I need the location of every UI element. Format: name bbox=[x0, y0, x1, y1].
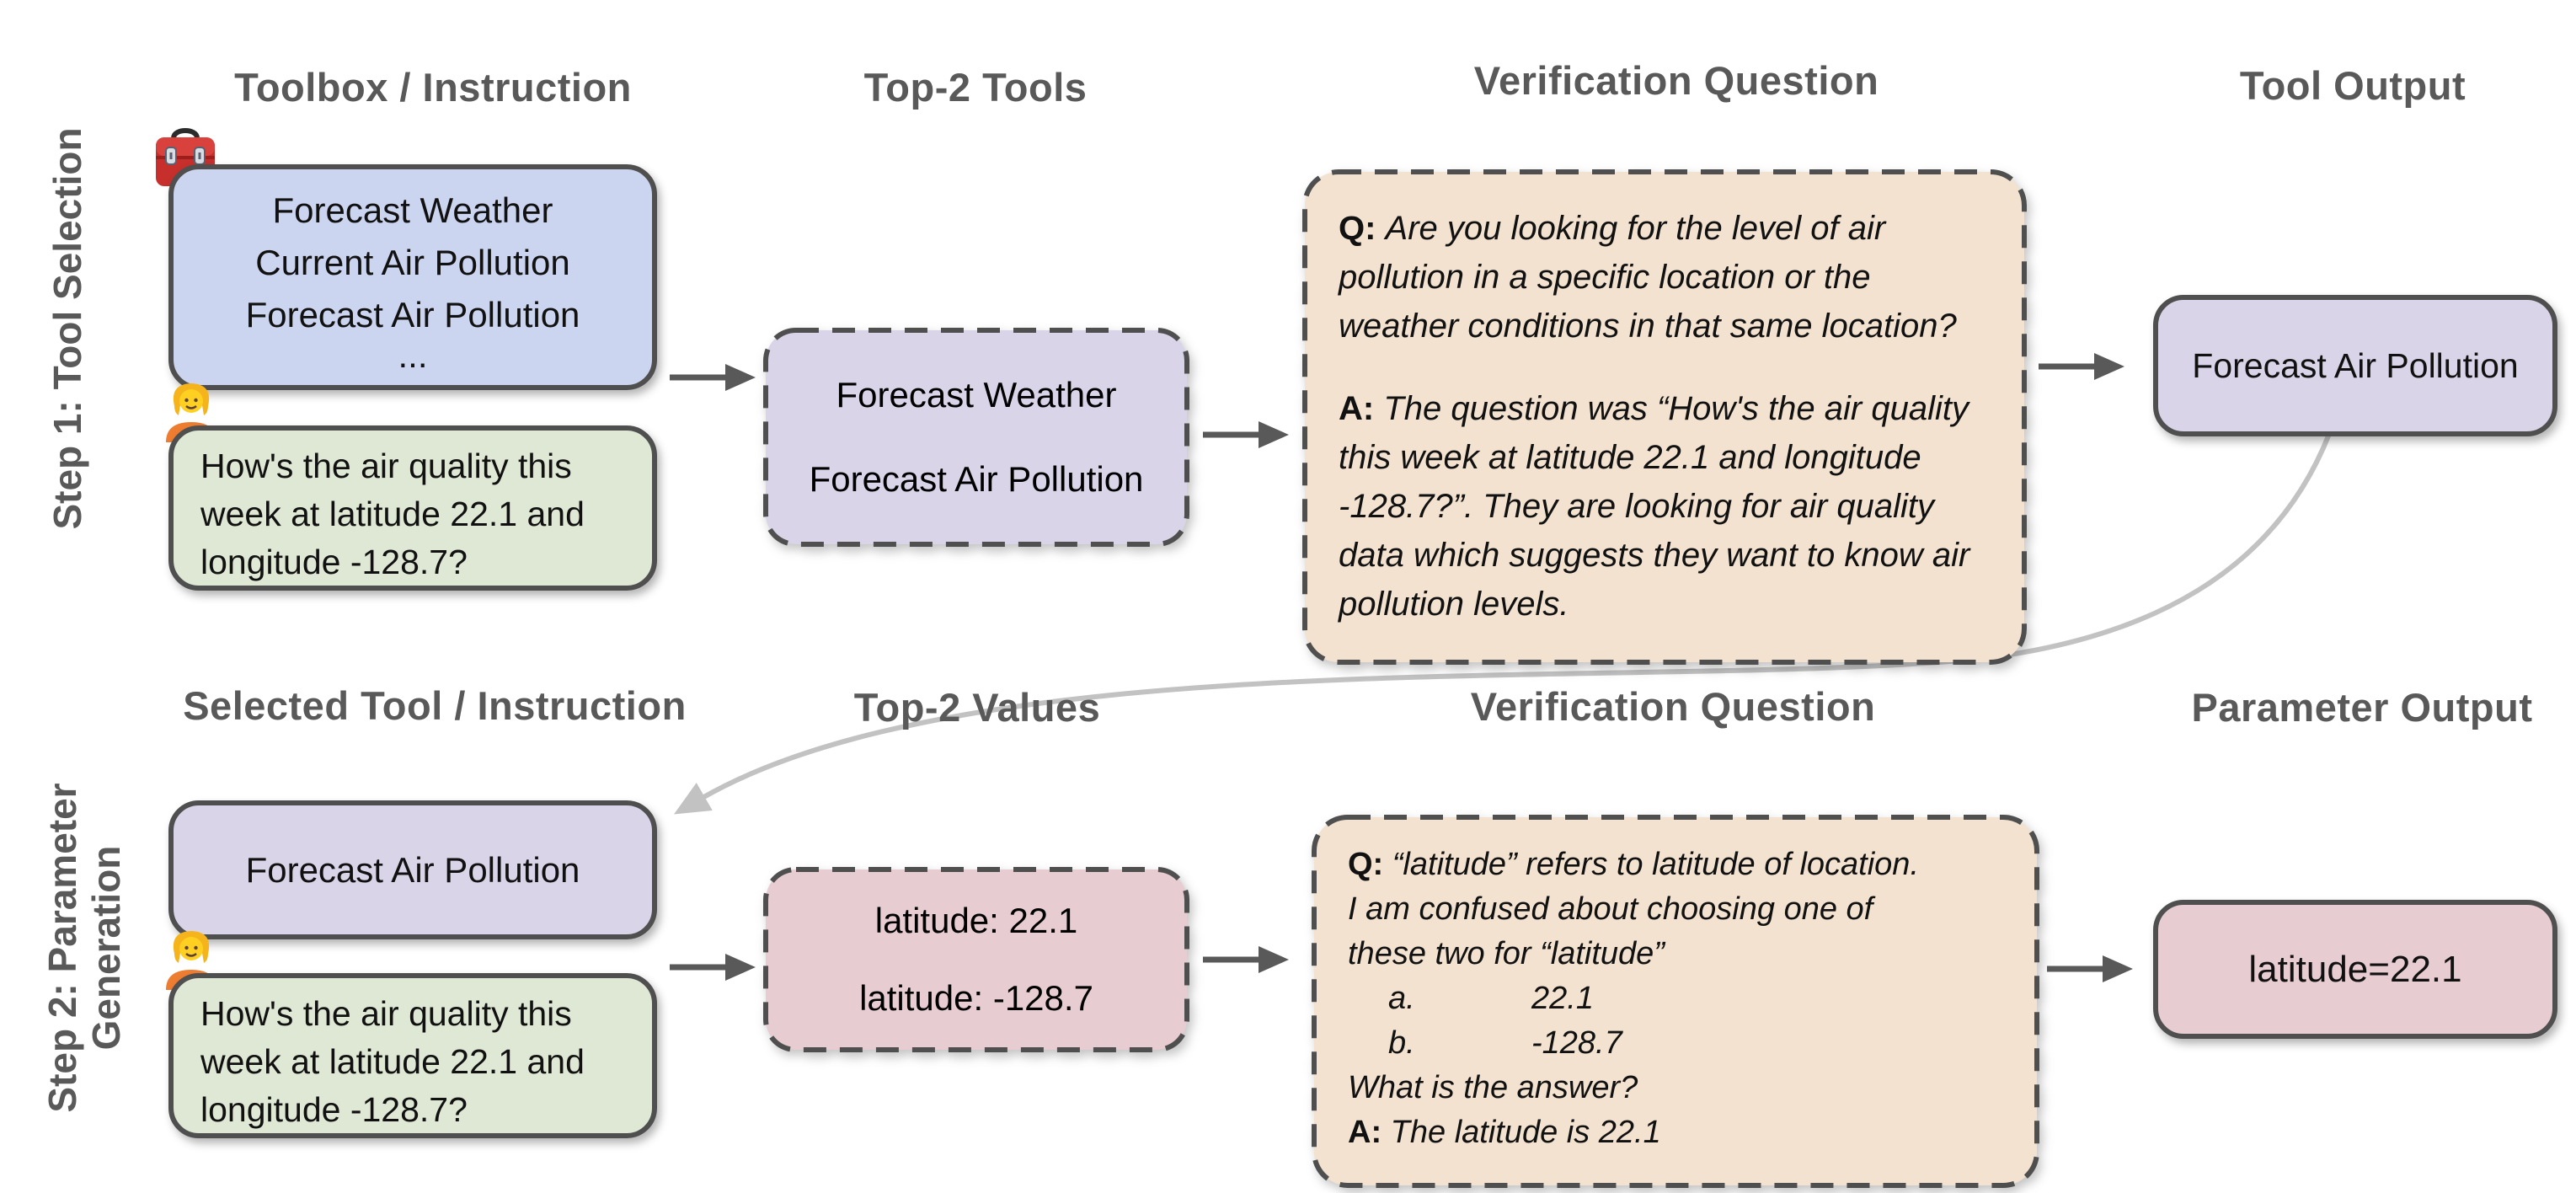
a-label: A: bbox=[1348, 1115, 1391, 1150]
selected-tool-output: Forecast Air Pollution bbox=[2192, 345, 2519, 385]
step2-column-heading-verification: Verification Question bbox=[1470, 684, 1876, 729]
step1-column-heading-tool-output: Tool Output bbox=[2239, 63, 2466, 108]
option-b: b. -128.7 bbox=[1388, 1025, 1622, 1061]
instruction-line: How's the air quality this bbox=[200, 447, 572, 485]
instruction-line: week at latitude 22.1 and bbox=[200, 1042, 585, 1081]
step2-side-label: Step 2: Parameter Generation bbox=[40, 783, 128, 1113]
toolbox-icon bbox=[156, 128, 215, 186]
verification-answer-text: A: The question was “How's the air quali… bbox=[1339, 390, 1969, 427]
step1-column-heading-verification: Verification Question bbox=[1473, 58, 1879, 103]
candidate-tool: Forecast Air Pollution bbox=[809, 459, 1144, 499]
instruction-line: longitude -128.7? bbox=[200, 1090, 468, 1129]
instruction-line: week at latitude 22.1 and bbox=[200, 495, 585, 533]
tool-name: Forecast Weather bbox=[272, 190, 553, 230]
tool-list-ellipsis: ... bbox=[398, 335, 428, 375]
tool-output-box: Forecast Air Pollution bbox=[2153, 295, 2557, 436]
instruction-line: longitude -128.7? bbox=[200, 543, 468, 581]
tool-name: Forecast Air Pollution bbox=[245, 295, 580, 334]
step2-column-heading-top2-values: Top-2 Values bbox=[853, 685, 1101, 730]
q-label: Q: bbox=[1348, 847, 1392, 882]
q-label: Q: bbox=[1339, 210, 1386, 247]
step2-verification-question-box: Q: “latitude” refers to latitude of loca… bbox=[1311, 814, 2040, 1189]
step2-column-heading-selected-tool: Selected Tool / Instruction bbox=[183, 683, 687, 728]
verification-followup: What is the answer? bbox=[1348, 1070, 1638, 1105]
option-a: a. 22.1 bbox=[1388, 981, 1594, 1016]
candidate-value: latitude: -128.7 bbox=[859, 978, 1093, 1018]
top2-values-box: latitude: 22.1 latitude: -128.7 bbox=[762, 866, 1190, 1053]
verification-answer-text: A: The latitude is 22.1 bbox=[1348, 1115, 1661, 1150]
verification-question-text: Q: “latitude” refers to latitude of loca… bbox=[1348, 847, 1919, 882]
user-instruction-box: How's the air quality this week at latit… bbox=[168, 425, 657, 591]
candidate-value: latitude: 22.1 bbox=[874, 901, 1078, 940]
user-instruction-box: How's the air quality this week at latit… bbox=[168, 973, 657, 1138]
top2-tools-box: Forecast Weather Forecast Air Pollution bbox=[762, 327, 1190, 548]
instruction-line: How's the air quality this bbox=[200, 994, 572, 1033]
selected-tool-box: Forecast Air Pollution bbox=[168, 800, 657, 939]
step2-column-heading-parameter-output: Parameter Output bbox=[2191, 685, 2533, 730]
parameter-output-value: latitude=22.1 bbox=[2248, 948, 2462, 990]
step1-column-heading-top2-tools: Top-2 Tools bbox=[863, 65, 1088, 110]
parameter-output-box: latitude=22.1 bbox=[2153, 900, 2557, 1039]
tool-name: Current Air Pollution bbox=[255, 243, 570, 282]
candidate-tool: Forecast Weather bbox=[836, 375, 1117, 415]
verification-question-text: Q: Are you looking for the level of air bbox=[1339, 210, 1886, 247]
step1-column-heading-toolbox: Toolbox / Instruction bbox=[234, 65, 632, 110]
step1-verification-question-box: Q: Are you looking for the level of air … bbox=[1301, 169, 2028, 666]
toolbox-list-box: Forecast Weather Current Air Pollution F… bbox=[168, 164, 657, 390]
step1-side-label: Step 1: Tool Selection bbox=[45, 127, 89, 530]
a-label: A: bbox=[1339, 390, 1384, 427]
